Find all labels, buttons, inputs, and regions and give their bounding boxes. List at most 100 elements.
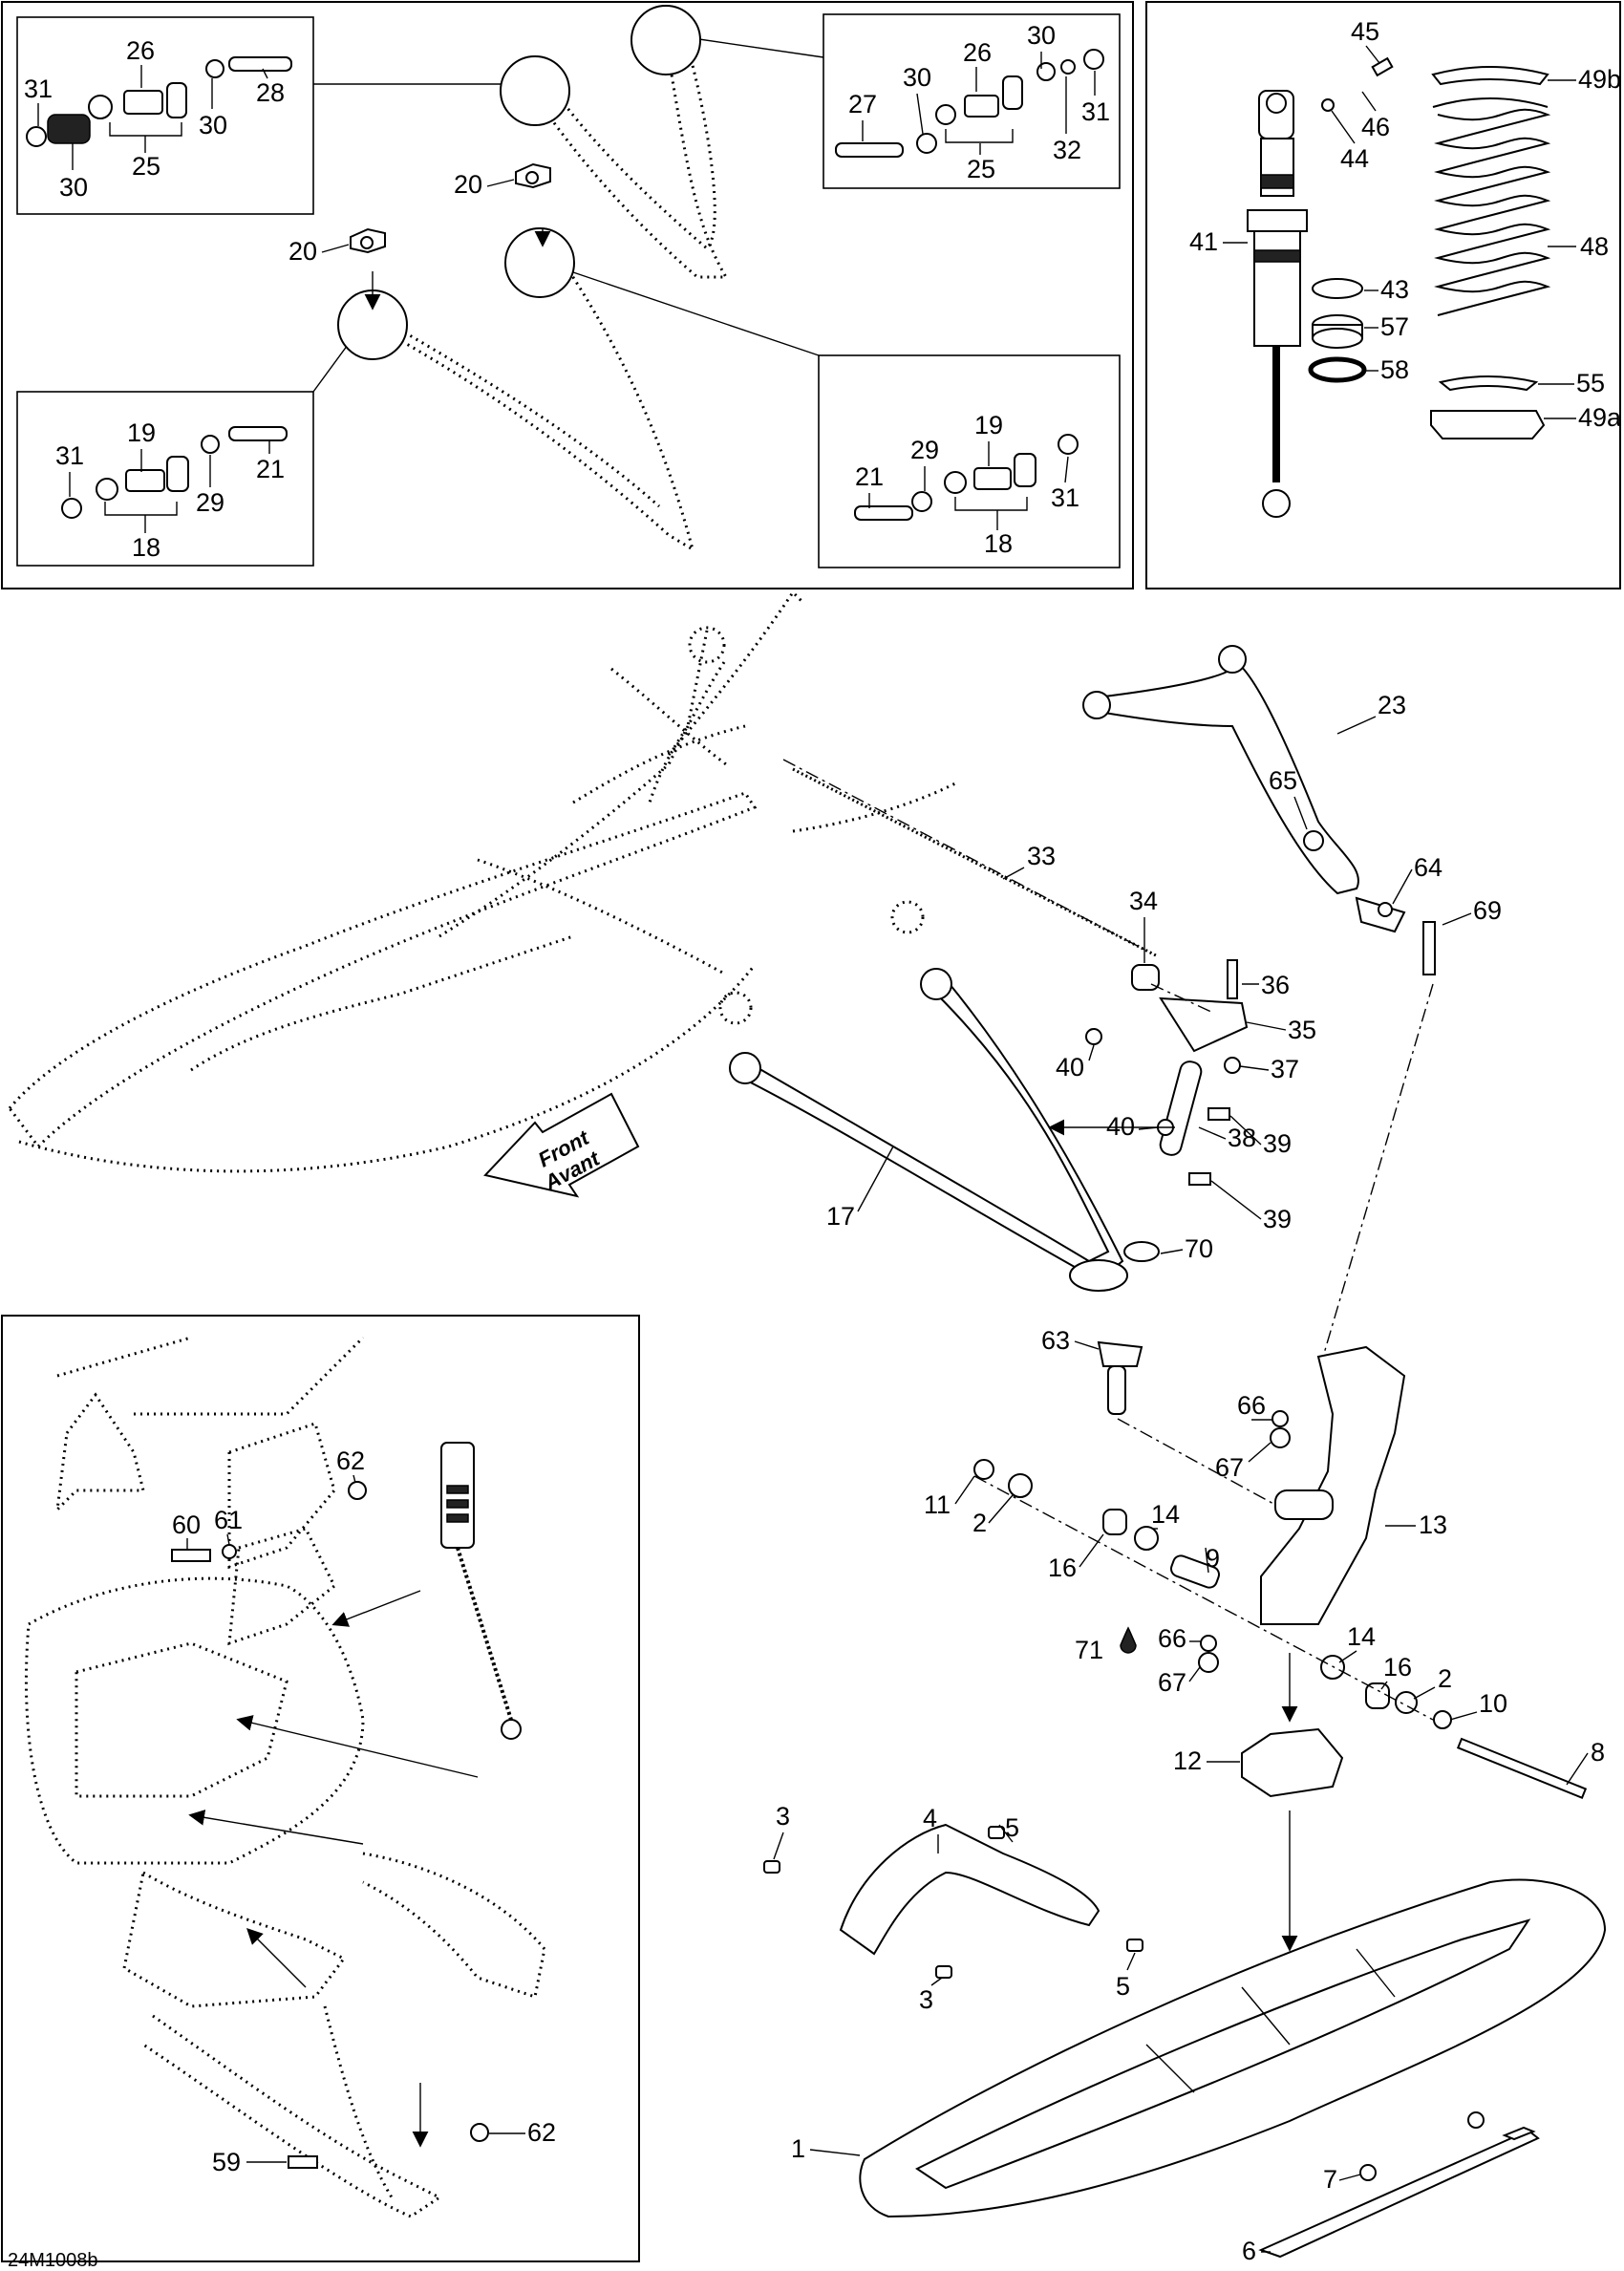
link-38 <box>1159 1061 1203 1156</box>
bolt-8 <box>1456 1737 1588 1800</box>
label-20: 20 <box>454 170 482 199</box>
screw-5b <box>1126 1939 1143 1952</box>
label-5: 5 <box>1005 1813 1019 1842</box>
label-18: 18 <box>132 533 160 562</box>
washer-2a <box>1008 1473 1033 1498</box>
vehicle-frame-ghost <box>8 589 1147 1173</box>
label-62: 62 <box>527 2118 556 2147</box>
washer-20-lower <box>350 227 386 311</box>
bushing-detail-circle-2 <box>630 5 701 75</box>
label-20: 20 <box>288 237 317 266</box>
pad-12 <box>1241 1727 1344 1798</box>
nut-40a <box>1085 1028 1102 1045</box>
label-40: 40 <box>1056 1053 1084 1082</box>
nut-7 <box>1359 2111 1485 2181</box>
ball-joint-69 <box>1355 896 1436 975</box>
label-2: 2 <box>972 1509 987 1537</box>
bolt-59 <box>288 2155 318 2169</box>
label-14: 14 <box>1151 1500 1180 1529</box>
label-43: 43 <box>1380 275 1409 304</box>
label-31: 31 <box>1081 97 1110 126</box>
label-31: 31 <box>55 441 84 470</box>
plate-35 <box>1159 996 1249 1053</box>
label-6: 6 <box>1242 2237 1256 2265</box>
washer-66a <box>1271 1410 1289 1427</box>
label-3: 3 <box>919 1985 933 2014</box>
lower-a-arm-17 <box>729 968 1128 1292</box>
label-25: 25 <box>967 155 995 183</box>
label-14: 14 <box>1347 1622 1376 1651</box>
label-62: 62 <box>336 1446 365 1475</box>
label-25: 25 <box>132 152 160 181</box>
label-37: 37 <box>1271 1055 1299 1083</box>
front-direction-arrow: Front Avant <box>483 1092 640 1198</box>
washer-44 <box>1321 98 1335 112</box>
bolt-60 <box>171 1549 211 1562</box>
label-39: 39 <box>1263 1129 1292 1158</box>
label-48: 48 <box>1580 232 1609 261</box>
label-5: 5 <box>1116 1972 1130 2001</box>
spacer-16a <box>1102 1509 1127 1535</box>
label-33: 33 <box>1027 842 1056 870</box>
o-ring-43 <box>1312 278 1363 299</box>
bolt-39a <box>1207 1107 1230 1121</box>
bushing-detail-circle-3 <box>504 227 575 298</box>
label-26: 26 <box>126 36 155 65</box>
label-26: 26 <box>963 38 992 67</box>
label-55: 55 <box>1576 369 1605 397</box>
label-19: 19 <box>974 411 1003 439</box>
o-ring-58 <box>1308 356 1367 383</box>
label-19: 19 <box>127 418 156 447</box>
screw-3b <box>935 1965 952 1979</box>
runner-6 <box>1258 2126 1540 2259</box>
ski-1 <box>859 1878 1607 2218</box>
label-45: 45 <box>1351 17 1379 46</box>
washer-66b <box>1200 1635 1217 1652</box>
label-7: 7 <box>1323 2165 1337 2194</box>
label-64: 64 <box>1414 853 1442 882</box>
label-30: 30 <box>199 111 227 139</box>
ball-joint-63 <box>1097 1340 1143 1415</box>
spacer-16b <box>1365 1682 1390 1709</box>
bolt-39b <box>1188 1172 1211 1186</box>
label-29: 29 <box>910 436 939 464</box>
label-31: 31 <box>24 75 53 103</box>
ring-55 <box>1438 375 1539 392</box>
label-39: 39 <box>1263 1205 1292 1233</box>
label-58: 58 <box>1380 355 1409 384</box>
label-2: 2 <box>1438 1664 1452 1693</box>
label-30: 30 <box>59 173 88 202</box>
washer-10 <box>1433 1710 1452 1729</box>
label-34: 34 <box>1129 887 1158 915</box>
label-23: 23 <box>1378 691 1406 719</box>
screw-3a <box>763 1860 780 1874</box>
label-66: 66 <box>1158 1624 1186 1653</box>
drawing-code: 24M1008b <box>8 2250 98 2271</box>
label-70: 70 <box>1185 1234 1213 1263</box>
label-11: 11 <box>924 1490 951 1519</box>
bushing-kit-18-right <box>854 434 1079 521</box>
ski-handle-4 <box>839 1823 1100 1956</box>
spindle-13 <box>1260 1345 1406 1625</box>
nut-37 <box>1224 1057 1241 1074</box>
bolt-36 <box>1227 959 1238 999</box>
spring-seat-49a <box>1430 410 1546 439</box>
label-1: 1 <box>791 2134 805 2163</box>
label-46: 46 <box>1361 113 1390 141</box>
bushing-kit-18-left <box>61 426 288 519</box>
bushing-detail-circle-1 <box>500 55 570 126</box>
label-10: 10 <box>1479 1689 1507 1718</box>
upper-a-arm-23 <box>1082 645 1359 895</box>
label-44: 44 <box>1340 144 1369 173</box>
a-arm-bushing-panel <box>1 1 1134 589</box>
label-36: 36 <box>1261 971 1290 999</box>
nut-62b <box>470 2123 489 2142</box>
washer-20-upper <box>515 162 551 247</box>
label-16: 16 <box>1048 1553 1077 1582</box>
label-66: 66 <box>1237 1391 1266 1420</box>
label-67: 67 <box>1158 1668 1186 1697</box>
label-57: 57 <box>1380 312 1409 341</box>
label-27: 27 <box>848 90 877 118</box>
chassis-inset-panel <box>1 1315 640 2262</box>
